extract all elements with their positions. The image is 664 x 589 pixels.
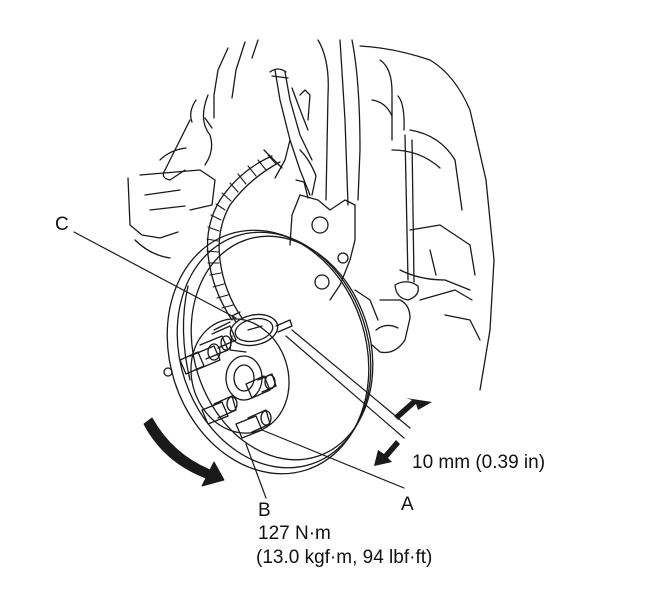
callout-a-label: A [401,494,414,515]
leader-lines [73,231,411,499]
torque-metric-label: 127 N·m [258,523,331,544]
hub-and-wheel-nuts [163,318,290,439]
arrow-upper [394,398,432,420]
leader-b [245,443,267,499]
measurement-arrows [374,398,432,466]
flexible-gauge-arm [206,149,283,321]
rotation-arrow [143,417,225,487]
callout-b-label: B [258,500,271,521]
lower-arm-sketch [371,134,481,354]
strut-assembly [213,39,495,391]
knuckle [289,194,379,321]
locking-pliers [269,68,317,199]
brake-disc [166,229,374,475]
leader-a [261,429,405,489]
dial-indicator [229,311,293,353]
callout-c-label: C [55,214,69,235]
leader-measure-1 [285,335,405,439]
arrow-lower [374,440,400,466]
torque-alternate-label: (13.0 kgf·m, 94 lbf·ft) [256,547,433,568]
leader-measure-2 [291,329,411,429]
measurement-label: 10 mm (0.39 in) [412,452,546,473]
caliper-sketch [127,94,216,259]
leader-c [73,231,237,319]
